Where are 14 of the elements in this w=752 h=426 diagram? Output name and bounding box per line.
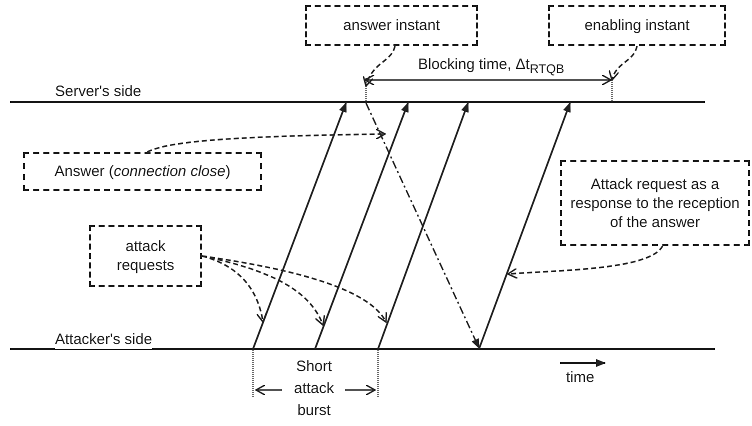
dimension-label: Short attack burst — [292, 357, 336, 421]
callout-box: Attack request as a response to the reception of the answer — [560, 160, 750, 246]
callout-box: attack requests — [89, 225, 202, 287]
leader-line — [609, 46, 638, 81]
callout-box: answer instant — [305, 5, 478, 46]
leader-line — [202, 255, 325, 326]
leader-line — [363, 46, 396, 87]
timeline-label: Attacker's side — [55, 330, 152, 349]
leader-line — [202, 255, 387, 323]
leader-line — [146, 128, 386, 153]
callout-box: Answer (connection close) — [23, 152, 262, 191]
leader-line — [507, 245, 664, 280]
leader-line — [202, 255, 267, 323]
callout-box: enabling instant — [548, 5, 726, 46]
